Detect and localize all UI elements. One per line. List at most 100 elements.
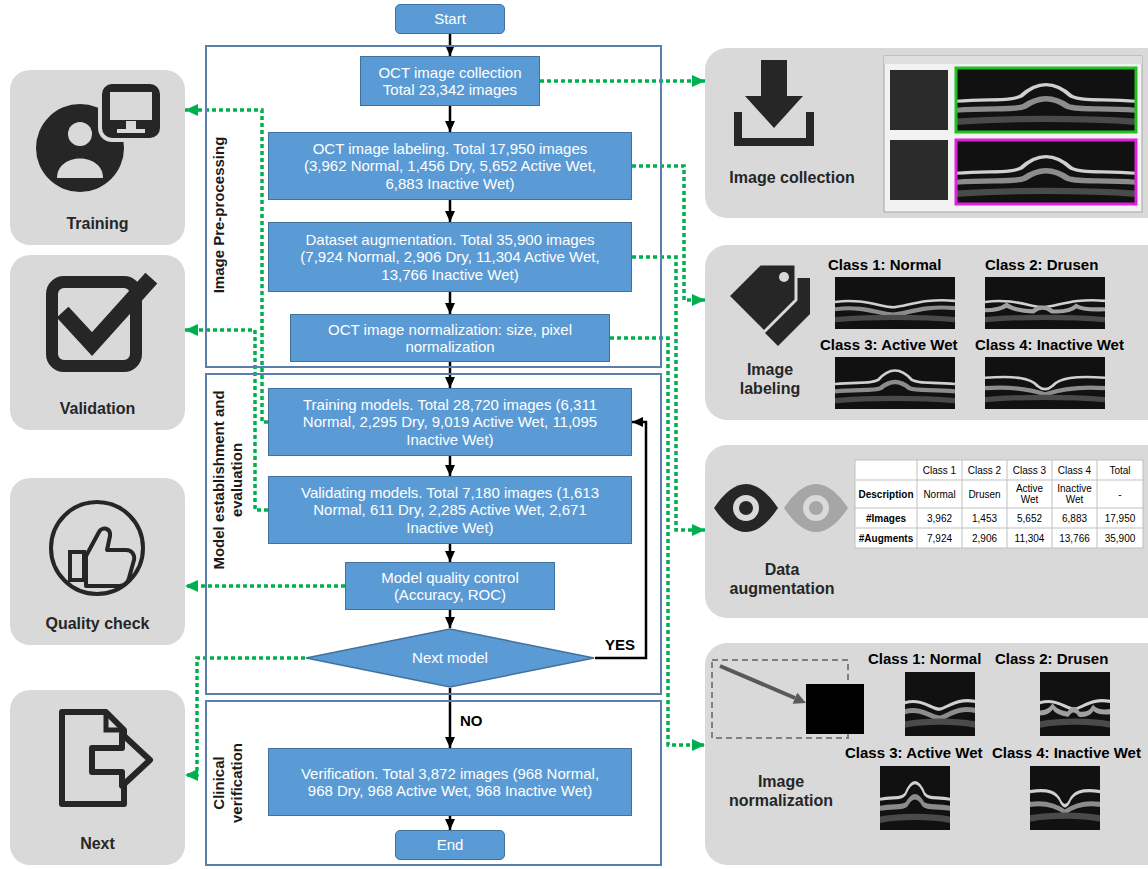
panel-title: Image collection	[712, 168, 872, 187]
oct-scan	[905, 672, 975, 736]
eye-iris	[803, 495, 829, 521]
box-text: Validating models. Total 7,180 images (1…	[299, 484, 601, 536]
oct-scan	[1040, 672, 1110, 736]
icon-circle	[51, 502, 143, 594]
flow-arrow	[449, 106, 452, 132]
check-mark	[68, 284, 146, 344]
panel-title: Data augmentation	[722, 560, 842, 598]
monitor-badge	[100, 82, 162, 140]
class-label: Class 1: Normal	[828, 256, 941, 273]
table-cell: Drusen	[962, 480, 1007, 508]
table-cell: 6,883	[1052, 508, 1097, 528]
side-panel: Next	[10, 690, 185, 865]
link-arrow	[185, 584, 345, 588]
flow-arrow	[449, 816, 452, 830]
table-cell: 3,962	[917, 508, 962, 528]
download-icon	[738, 60, 810, 142]
normalization-figure	[712, 660, 864, 738]
document-fold	[106, 712, 124, 730]
process-box: OCT image normalization: size, pixel nor…	[290, 314, 610, 362]
flow-arrow	[449, 292, 452, 314]
flow-arrow	[449, 610, 452, 628]
panel-title: Image labeling	[722, 360, 818, 398]
oct-scan	[956, 140, 1136, 204]
class-label: Class 1: Normal	[868, 650, 981, 667]
flow-arrow	[449, 200, 452, 222]
next-icon	[62, 712, 150, 804]
tag-icon	[728, 264, 810, 346]
flow-arrow	[449, 362, 452, 388]
resize-arrow-head	[793, 693, 806, 704]
table-cell: 7,924	[917, 528, 962, 548]
eye-shape	[714, 484, 778, 532]
tag-hole	[779, 272, 789, 282]
fundus-thumb	[890, 140, 948, 200]
process-box: Training models. Total 28,720 images (6,…	[268, 388, 632, 456]
panel-title: Image normalization	[716, 772, 846, 810]
panel-title: Validation	[10, 399, 185, 418]
eye-pupil	[809, 501, 823, 515]
group-band: OCT image collection Total 23,342 images…	[205, 45, 662, 368]
eye-pupil	[739, 501, 753, 515]
table-cell: 35,900	[1097, 528, 1143, 548]
link-arrow	[540, 79, 705, 83]
table-cell: #Images	[855, 508, 917, 528]
person-body	[57, 159, 103, 179]
table-cell: 11,304	[1007, 528, 1052, 548]
window-titlebar	[884, 56, 1142, 64]
box-text: Next model	[412, 649, 488, 666]
box-text: Model quality control (Accuracy, ROC)	[358, 569, 542, 604]
table-cell: 13,766	[1052, 528, 1097, 548]
box-text: Start	[434, 10, 466, 27]
connector-group	[185, 34, 705, 830]
box-text: Dataset augmentation. Total 35,900 image…	[299, 231, 601, 283]
table-cell: Total	[1097, 460, 1143, 480]
validation-icon	[52, 282, 146, 366]
download-tray	[738, 112, 810, 142]
process-box: OCT image collection Total 23,342 images	[360, 56, 540, 106]
table-lines	[855, 460, 1143, 548]
class-label: Class 3: Active Wet	[820, 336, 958, 353]
box-text: Training models. Total 28,720 images (6,…	[299, 396, 601, 448]
oct-scan	[985, 357, 1105, 409]
oct-scan	[835, 357, 955, 409]
process-box: Dataset augmentation. Total 35,900 image…	[268, 222, 632, 292]
table-frame	[855, 460, 1143, 548]
table-cell: Class 3	[1007, 460, 1052, 480]
fundus-thumb	[890, 70, 948, 130]
monitor-base	[117, 129, 145, 133]
data-table-grid	[855, 460, 1143, 548]
panel-title: Training	[10, 214, 185, 233]
thumb-cuff	[70, 552, 84, 580]
table-cell: Class 4	[1052, 460, 1097, 480]
process-box: OCT image labeling. Total 17,950 images …	[268, 132, 632, 200]
terminal-box: Start	[395, 4, 505, 34]
edge-label: YES	[603, 636, 637, 653]
flow-arrow	[449, 456, 452, 476]
panel-title: Next	[10, 834, 185, 853]
eye-iris	[733, 495, 759, 521]
oct-scan	[835, 277, 955, 329]
class-label: Class 4: Inactive Wet	[992, 744, 1141, 761]
box-text: OCT image normalization: size, pixel nor…	[321, 321, 579, 356]
class-label: Class 2: Drusen	[985, 256, 1098, 273]
flow-arrow	[449, 688, 452, 748]
monitor-screen	[110, 92, 152, 120]
panel-title: Quality check	[10, 614, 185, 633]
oct-scan	[985, 277, 1105, 329]
selection-frame	[956, 140, 1136, 204]
group-band: Verification. Total 3,872 images (968 No…	[205, 700, 662, 866]
edge-label: NO	[458, 712, 485, 729]
training-icon	[36, 82, 162, 192]
exit-arrow	[92, 734, 150, 786]
table-cell: Normal	[917, 480, 962, 508]
group-label: Model establishment and evaluation	[210, 380, 246, 580]
download-arrow	[745, 60, 803, 128]
group-label: Clinical verification	[210, 728, 246, 838]
process-box: Validating models. Total 7,180 images (1…	[268, 476, 632, 544]
box-text: OCT image labeling. Total 17,950 images …	[299, 140, 601, 192]
box-text: OCT image collection Total 23,342 images	[371, 64, 529, 99]
table-cell: Description	[855, 480, 917, 508]
oct-scan	[956, 68, 1136, 132]
